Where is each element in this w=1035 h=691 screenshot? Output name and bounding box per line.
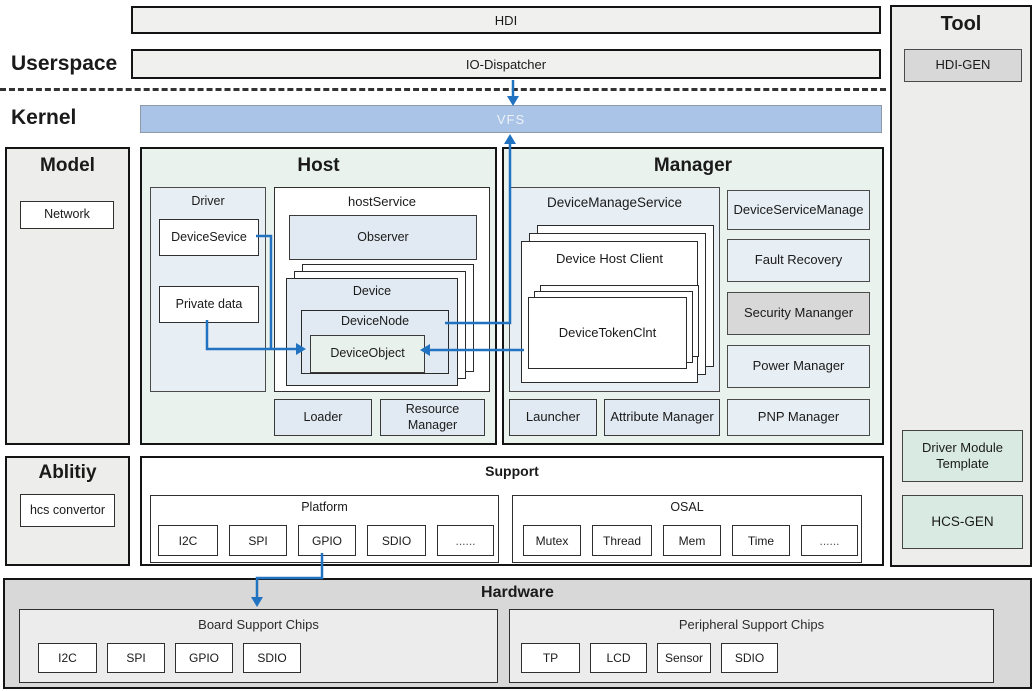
host-service-group: hostService Observer Device DeviceNode D…: [274, 187, 490, 392]
userspace-kernel-divider: [0, 88, 886, 91]
osal-chip: Time: [732, 525, 790, 556]
peripheral-support-chips-title: Peripheral Support Chips: [678, 617, 825, 632]
platform-chip: ......: [437, 525, 494, 556]
osal-title: OSAL: [670, 500, 704, 514]
driver-group: Driver DeviceSevice Private data: [150, 187, 266, 392]
vfs-bar: VFS: [140, 105, 882, 133]
platform-chip: SDIO: [367, 525, 426, 556]
peripheral-chip: LCD: [590, 643, 647, 673]
tool-title: Tool: [940, 13, 982, 35]
board-chip: SPI: [107, 643, 165, 673]
resource-manager-box: Resource Manager: [380, 399, 485, 436]
host-panel: Host Driver DeviceSevice Private data ho…: [140, 147, 497, 445]
loader-box: Loader: [274, 399, 372, 436]
platform-group: Platform I2C SPI GPIO SDIO ......: [150, 495, 499, 563]
osal-chip: Thread: [592, 525, 652, 556]
platform-chip: GPIO: [298, 525, 356, 556]
peripheral-chip: TP: [521, 643, 580, 673]
attribute-manager-box: Attribute Manager: [604, 399, 720, 436]
device-group: Device DeviceNode DeviceObject: [286, 278, 458, 386]
hcs-gen-box: HCS-GEN: [902, 495, 1023, 549]
osal-chip: Mem: [663, 525, 721, 556]
hcs-convertor-box: hcs convertor: [20, 494, 115, 527]
board-support-chips-group: Board Support Chips I2C SPI GPIO SDIO: [19, 609, 498, 683]
osal-chip: ......: [801, 525, 858, 556]
device-token-clnt-box: DeviceTokenClnt: [528, 297, 687, 369]
device-sevice-box: DeviceSevice: [159, 219, 259, 256]
device-host-client-group: Device Host Client DeviceTokenClnt: [521, 241, 699, 383]
vfs-label: VFS: [496, 111, 526, 127]
power-manager-box: Power Manager: [727, 345, 870, 388]
board-chip: GPIO: [175, 643, 233, 673]
device-manage-service-group: DeviceManageService Device Host Client D…: [509, 187, 720, 392]
security-manager-box: Security Mananger: [727, 292, 870, 335]
device-node-box: DeviceNode DeviceObject: [301, 310, 449, 374]
device-node-label: DeviceNode: [340, 314, 410, 328]
peripheral-support-chips-group: Peripheral Support Chips TP LCD Sensor S…: [509, 609, 994, 683]
ability-title: Ablitiy: [38, 462, 97, 483]
arrowhead-up-vfs: [504, 134, 516, 144]
device-object-box: DeviceObject: [310, 335, 425, 373]
io-dispatcher-bar: IO-Dispatcher: [131, 49, 881, 79]
board-chip: I2C: [38, 643, 97, 673]
network-box: Network: [20, 201, 114, 229]
device-service-manage-box: DeviceServiceManage: [727, 190, 870, 230]
hdi-label: HDI: [494, 12, 518, 28]
peripheral-chip: Sensor: [657, 643, 711, 673]
board-chip: SDIO: [243, 643, 301, 673]
driver-module-template-box: Driver Module Template: [902, 430, 1023, 482]
kernel-label: Kernel: [11, 106, 77, 129]
osal-chip: Mutex: [523, 525, 581, 556]
tool-panel: Tool HDI-GEN Driver Module Template HCS-…: [890, 5, 1032, 567]
hardware-title: Hardware: [481, 584, 554, 601]
ability-panel: Ablitiy hcs convertor: [5, 456, 130, 566]
model-title: Model: [40, 155, 95, 176]
hdi-gen-box: HDI-GEN: [904, 49, 1022, 82]
hdi-bar: HDI: [131, 6, 881, 34]
device-title: Device: [352, 284, 392, 298]
platform-chip: I2C: [158, 525, 218, 556]
device-manage-service-title: DeviceManageService: [546, 195, 683, 210]
peripheral-chip: SDIO: [721, 643, 778, 673]
board-support-chips-title: Board Support Chips: [198, 617, 319, 632]
io-dispatcher-label: IO-Dispatcher: [465, 56, 547, 72]
userspace-label: Userspace: [11, 52, 118, 75]
host-title: Host: [297, 155, 340, 176]
platform-chip: SPI: [229, 525, 287, 556]
fault-recovery-box: Fault Recovery: [727, 239, 870, 282]
host-service-title: hostService: [348, 194, 416, 209]
driver-title: Driver: [191, 194, 225, 208]
hardware-panel: Hardware Board Support Chips I2C SPI GPI…: [3, 578, 1032, 689]
device-host-client-label: Device Host Client: [556, 251, 663, 266]
private-data-box: Private data: [159, 286, 259, 323]
manager-title: Manager: [653, 155, 733, 176]
platform-title: Platform: [301, 500, 348, 514]
manager-panel: Manager DeviceManageService Device Host …: [502, 147, 884, 445]
pnp-manager-box: PNP Manager: [727, 399, 870, 436]
osal-group: OSAL Mutex Thread Mem Time ......: [512, 495, 862, 563]
model-panel: Model Network: [5, 147, 130, 445]
support-title: Support: [485, 463, 539, 479]
observer-box: Observer: [289, 215, 477, 260]
support-panel: Support Platform I2C SPI GPIO SDIO .....…: [140, 456, 884, 566]
launcher-box: Launcher: [509, 399, 597, 436]
